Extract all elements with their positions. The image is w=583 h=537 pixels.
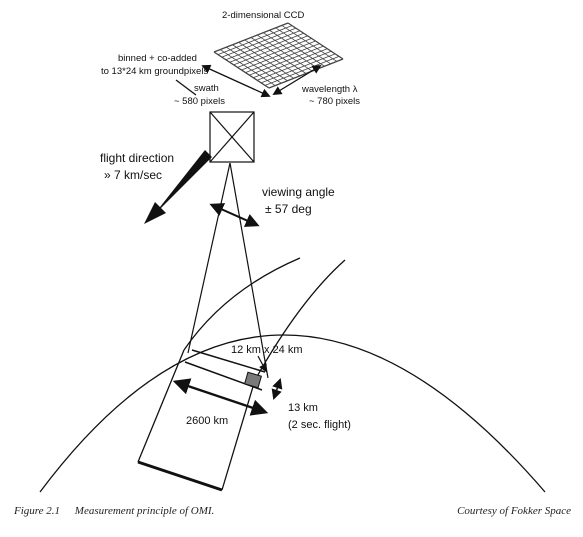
ccd-arrows bbox=[175, 64, 322, 98]
swath-width-arrow bbox=[172, 378, 269, 416]
viewing-angle-value: ± 57 deg bbox=[265, 202, 312, 216]
viewing-cone bbox=[187, 162, 269, 379]
viewing-angle-arrow bbox=[209, 203, 260, 227]
binned-label-line2: to 13*24 km groundpixels bbox=[101, 66, 208, 77]
ground-swath bbox=[137, 257, 346, 492]
swath-pixels-label: ~ 580 pixels bbox=[174, 96, 225, 107]
along-track-arrow bbox=[271, 378, 283, 400]
along-track-time-label: (2 sec. flight) bbox=[288, 419, 351, 431]
flight-direction-label: flight direction bbox=[100, 151, 174, 165]
flight-speed-label: » 7 km/sec bbox=[104, 168, 162, 182]
along-track-label: 13 km bbox=[288, 402, 318, 414]
swath-label: swath bbox=[194, 83, 219, 94]
pixel-width-arrow bbox=[257, 355, 267, 373]
viewing-angle-label: viewing angle bbox=[262, 185, 335, 199]
figure-credit: Courtesy of Fokker Space bbox=[457, 505, 571, 517]
figure-caption: Figure 2.1 Measurement principle of OMI. bbox=[14, 505, 214, 517]
pixel-size-label: 12 km x 24 km bbox=[231, 344, 303, 356]
wavelength-pixels-label: ~ 780 pixels bbox=[309, 96, 360, 107]
instrument-box bbox=[209, 111, 255, 163]
ccd-label: 2-dimensional CCD bbox=[222, 10, 305, 21]
binned-label-line1: binned + co-added bbox=[118, 53, 197, 64]
earth-limb bbox=[39, 334, 546, 493]
wavelength-label: wavelength λ bbox=[301, 84, 358, 95]
figure-title: Measurement principle of OMI. bbox=[74, 505, 215, 517]
figure-number: Figure 2.1 bbox=[14, 505, 61, 517]
ccd-grid bbox=[213, 22, 344, 89]
flight-direction-arrow bbox=[144, 150, 212, 224]
swath-width-label: 2600 km bbox=[186, 415, 228, 427]
